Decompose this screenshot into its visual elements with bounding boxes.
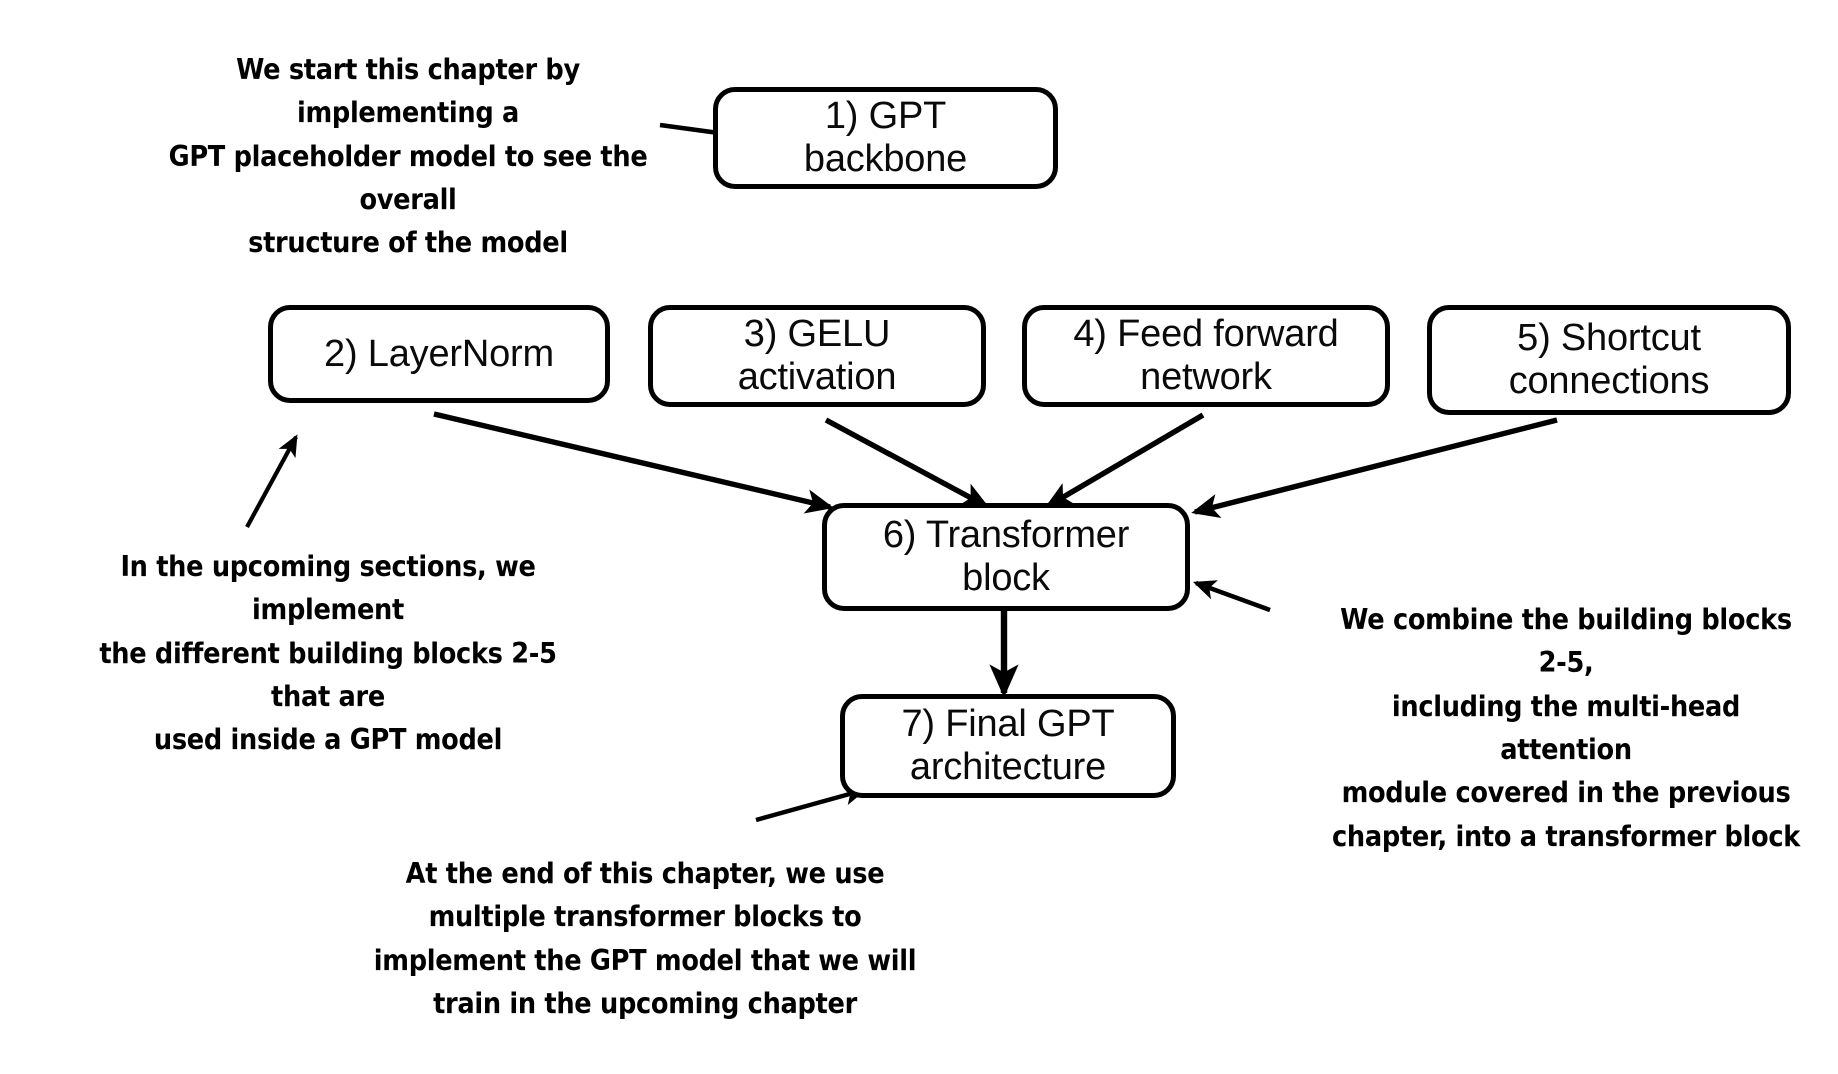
node-final-gpt-architecture[interactable]: 7) Final GPT architecture — [840, 694, 1176, 798]
note-start-chapter: We start this chapter by implementing a … — [168, 53, 648, 260]
node-layernorm-label: 2) LayerNorm — [324, 332, 554, 375]
edge-note-end-to-final-gpt — [755, 785, 868, 823]
node-shortcut-connections[interactable]: 5) Shortcut connections — [1427, 305, 1791, 415]
note-combine-blocks: We combine the building blocks 2-5, incl… — [1332, 603, 1800, 853]
node-feed-forward-label: 4) Feed forward network — [1073, 313, 1339, 398]
edge-note-blocks-to-layernorm — [245, 434, 298, 529]
edge-layernorm-to-transformer — [433, 411, 834, 514]
node-gpt-backbone[interactable]: 1) GPT backbone — [713, 87, 1058, 189]
node-feed-forward[interactable]: 4) Feed forward network — [1022, 305, 1390, 407]
node-layernorm[interactable]: 2) LayerNorm — [268, 305, 610, 403]
note-building-blocks: In the upcoming sections, we implement t… — [99, 550, 557, 757]
node-gelu-activation[interactable]: 3) GELU activation — [648, 305, 986, 407]
node-transformer-block[interactable]: 6) Transformer block — [822, 503, 1190, 611]
node-transformer-block-label: 6) Transformer block — [882, 514, 1130, 599]
node-shortcut-connections-label: 5) Shortcut connections — [1508, 317, 1710, 402]
note-end-chapter: At the end of this chapter, we use multi… — [373, 857, 917, 1020]
edge-shortcut-to-transformer — [1191, 417, 1558, 519]
node-gelu-activation-label: 3) GELU activation — [737, 313, 897, 398]
edge-feedforward-to-transformer — [1044, 412, 1205, 509]
node-final-gpt-architecture-label: 7) Final GPT architecture — [901, 703, 1115, 788]
node-gpt-backbone-label: 1) GPT backbone — [803, 95, 968, 180]
edge-note-combine-to-transformer — [1192, 580, 1271, 613]
edge-gelu-to-transformer — [824, 417, 990, 509]
